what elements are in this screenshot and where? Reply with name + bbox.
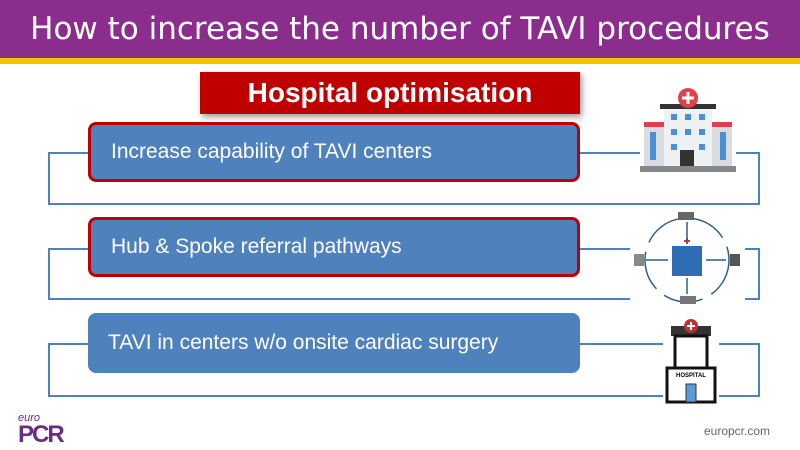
logo-euro-text: euro bbox=[18, 412, 41, 424]
title-stripe bbox=[0, 58, 800, 64]
slide-title: How to increase the number of TAVI proce… bbox=[0, 0, 800, 58]
item-box-capability: Increase capability of TAVI centers bbox=[88, 122, 580, 182]
logo-pcr-text: PCR bbox=[18, 421, 65, 448]
hospital-building-icon: HOSPITAL bbox=[663, 318, 719, 404]
europcr-logo: euro PCR bbox=[18, 412, 65, 448]
hospital-icon bbox=[640, 84, 736, 178]
item-box-hub-spoke: Hub & Spoke referral pathways bbox=[88, 217, 580, 277]
hospital-optimisation-banner: Hospital optimisation bbox=[200, 72, 580, 114]
hub-spoke-network-icon bbox=[630, 208, 745, 308]
footer-url: europcr.com bbox=[703, 424, 770, 438]
item-box-no-surgery: TAVI in centers w/o onsite cardiac surge… bbox=[88, 313, 580, 373]
hospital-sign-label: HOSPITAL bbox=[676, 373, 706, 379]
